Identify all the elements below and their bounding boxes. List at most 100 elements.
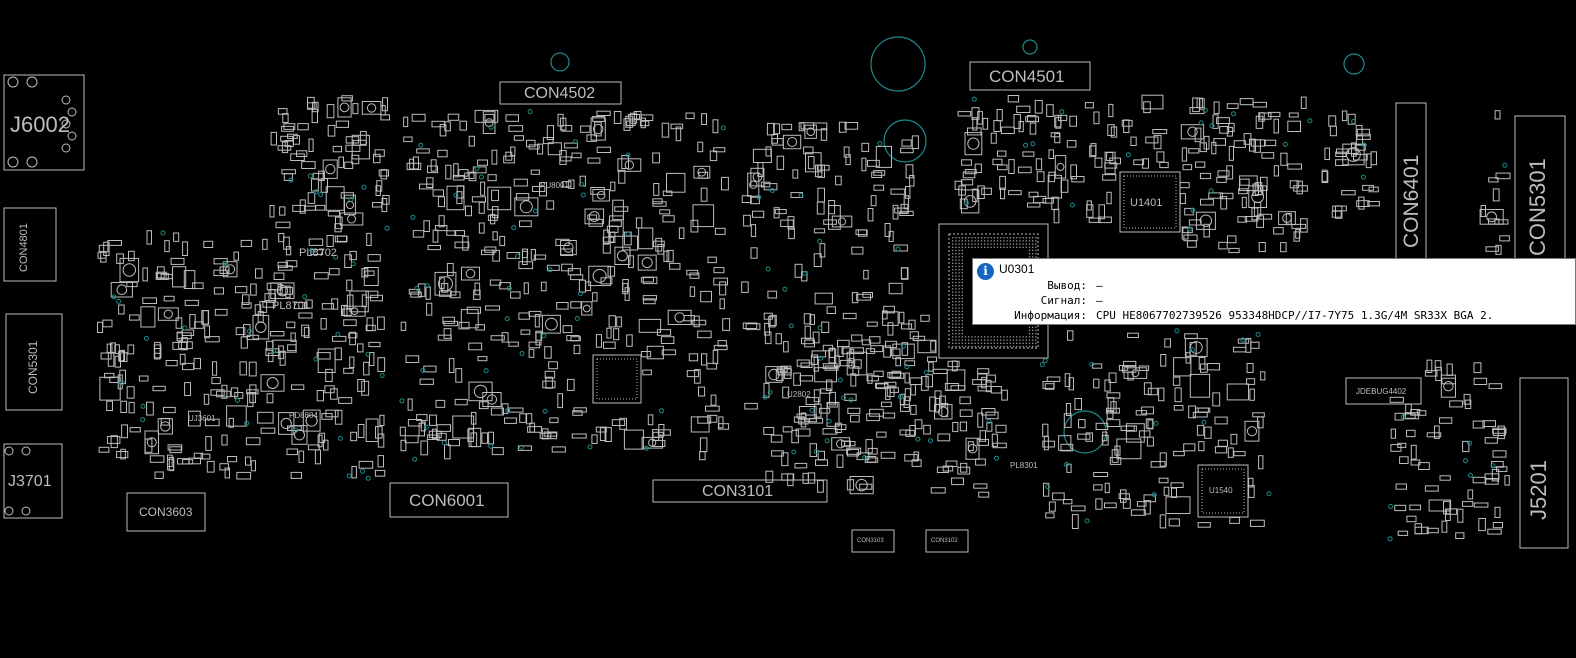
smd-component[interactable] <box>338 397 353 404</box>
smd-component[interactable] <box>1147 419 1154 430</box>
smd-component[interactable] <box>1457 508 1464 523</box>
smd-component[interactable] <box>227 456 238 463</box>
smd-component[interactable] <box>275 221 291 229</box>
smd-component[interactable] <box>546 125 554 140</box>
smd-component[interactable] <box>960 179 974 186</box>
smd-component[interactable] <box>809 314 815 325</box>
smd-component[interactable] <box>771 450 784 457</box>
smd-component[interactable] <box>480 181 486 196</box>
smd-component[interactable] <box>1101 434 1109 446</box>
smd-component[interactable] <box>267 352 274 363</box>
smd-component[interactable] <box>1022 151 1035 157</box>
smd-component[interactable] <box>978 491 990 498</box>
smd-component[interactable] <box>241 302 252 309</box>
smd-component[interactable] <box>992 442 1007 449</box>
smd-component[interactable] <box>400 321 407 331</box>
smd-component[interactable] <box>1439 475 1451 481</box>
smd-component[interactable] <box>1196 97 1203 109</box>
smd-component[interactable] <box>487 174 497 182</box>
smd-component[interactable] <box>1233 140 1246 148</box>
smd-component[interactable] <box>982 117 989 130</box>
smd-component[interactable] <box>1145 418 1154 429</box>
smd-component[interactable] <box>352 103 359 115</box>
smd-component[interactable] <box>974 163 982 174</box>
smd-component[interactable] <box>837 339 850 347</box>
smd-component[interactable] <box>468 135 475 147</box>
smd-component[interactable] <box>154 341 161 354</box>
smd-component[interactable] <box>814 292 833 305</box>
smd-component[interactable] <box>1230 433 1238 445</box>
smd-component[interactable] <box>266 393 274 404</box>
smd-component[interactable] <box>482 111 496 134</box>
smd-component[interactable] <box>1189 107 1205 115</box>
smd-component[interactable] <box>1212 114 1219 129</box>
smd-component[interactable] <box>544 346 552 359</box>
smd-component[interactable] <box>662 190 673 197</box>
smd-component[interactable] <box>613 328 620 341</box>
smd-component[interactable] <box>1356 128 1370 137</box>
smd-component[interactable] <box>1035 158 1043 171</box>
smd-component[interactable] <box>1028 191 1039 198</box>
smd-component[interactable] <box>1495 172 1511 180</box>
smd-component[interactable] <box>1424 370 1438 377</box>
smd-component[interactable] <box>706 362 718 370</box>
smd-component[interactable] <box>365 290 379 298</box>
smd-component[interactable] <box>875 145 892 168</box>
smd-component[interactable] <box>1332 205 1347 212</box>
smd-component[interactable] <box>592 116 606 122</box>
smd-component[interactable] <box>780 219 794 228</box>
smd-component[interactable] <box>986 374 996 383</box>
smd-component[interactable] <box>1164 338 1172 348</box>
smd-component[interactable] <box>618 169 626 184</box>
smd-component[interactable] <box>1173 405 1184 411</box>
smd-component[interactable] <box>850 414 860 423</box>
smd-component[interactable] <box>599 427 607 441</box>
smd-component[interactable] <box>750 196 760 205</box>
smd-component[interactable] <box>959 396 971 405</box>
smd-component[interactable] <box>332 145 343 153</box>
connector-j6002[interactable] <box>3 74 85 171</box>
smd-component[interactable] <box>188 410 201 427</box>
smd-component[interactable] <box>250 283 257 296</box>
smd-component[interactable] <box>1195 407 1209 413</box>
smd-component[interactable] <box>327 210 340 217</box>
smd-component[interactable] <box>1194 127 1202 143</box>
smd-component[interactable] <box>1228 247 1240 254</box>
smd-component[interactable] <box>904 372 910 384</box>
smd-component[interactable] <box>700 187 708 202</box>
smd-component[interactable] <box>270 131 278 146</box>
smd-component[interactable] <box>1390 428 1396 439</box>
smd-component[interactable] <box>1482 420 1497 428</box>
smd-component[interactable] <box>303 327 310 339</box>
smd-component[interactable] <box>1063 413 1072 428</box>
smd-component[interactable] <box>1070 505 1086 512</box>
smd-component[interactable] <box>445 164 452 180</box>
smd-component[interactable] <box>192 282 204 290</box>
smd-component[interactable] <box>492 249 500 262</box>
smd-component[interactable] <box>1258 455 1264 470</box>
smd-component[interactable] <box>454 241 470 249</box>
smd-component[interactable] <box>290 153 305 161</box>
smd-component[interactable] <box>405 355 420 363</box>
smd-component[interactable] <box>1123 367 1148 379</box>
smd-component[interactable] <box>465 205 472 217</box>
smd-component[interactable] <box>1000 126 1015 134</box>
smd-component[interactable] <box>249 384 257 395</box>
smd-component[interactable] <box>1246 378 1256 385</box>
smd-component[interactable] <box>116 451 129 459</box>
smd-component[interactable] <box>619 417 627 430</box>
smd-component[interactable] <box>764 322 771 336</box>
smd-component[interactable] <box>828 200 836 215</box>
smd-component[interactable] <box>766 122 775 136</box>
smd-component[interactable] <box>506 252 521 259</box>
smd-component[interactable] <box>446 230 457 236</box>
smd-component[interactable] <box>1492 450 1507 458</box>
smd-component[interactable] <box>1077 433 1091 440</box>
smd-component[interactable] <box>1136 501 1147 507</box>
smd-component[interactable] <box>822 363 838 370</box>
smd-component[interactable] <box>821 321 830 334</box>
smd-component[interactable] <box>1239 178 1250 186</box>
smd-component[interactable] <box>1428 499 1452 512</box>
smd-component[interactable] <box>269 205 275 218</box>
smd-component[interactable] <box>213 269 229 277</box>
